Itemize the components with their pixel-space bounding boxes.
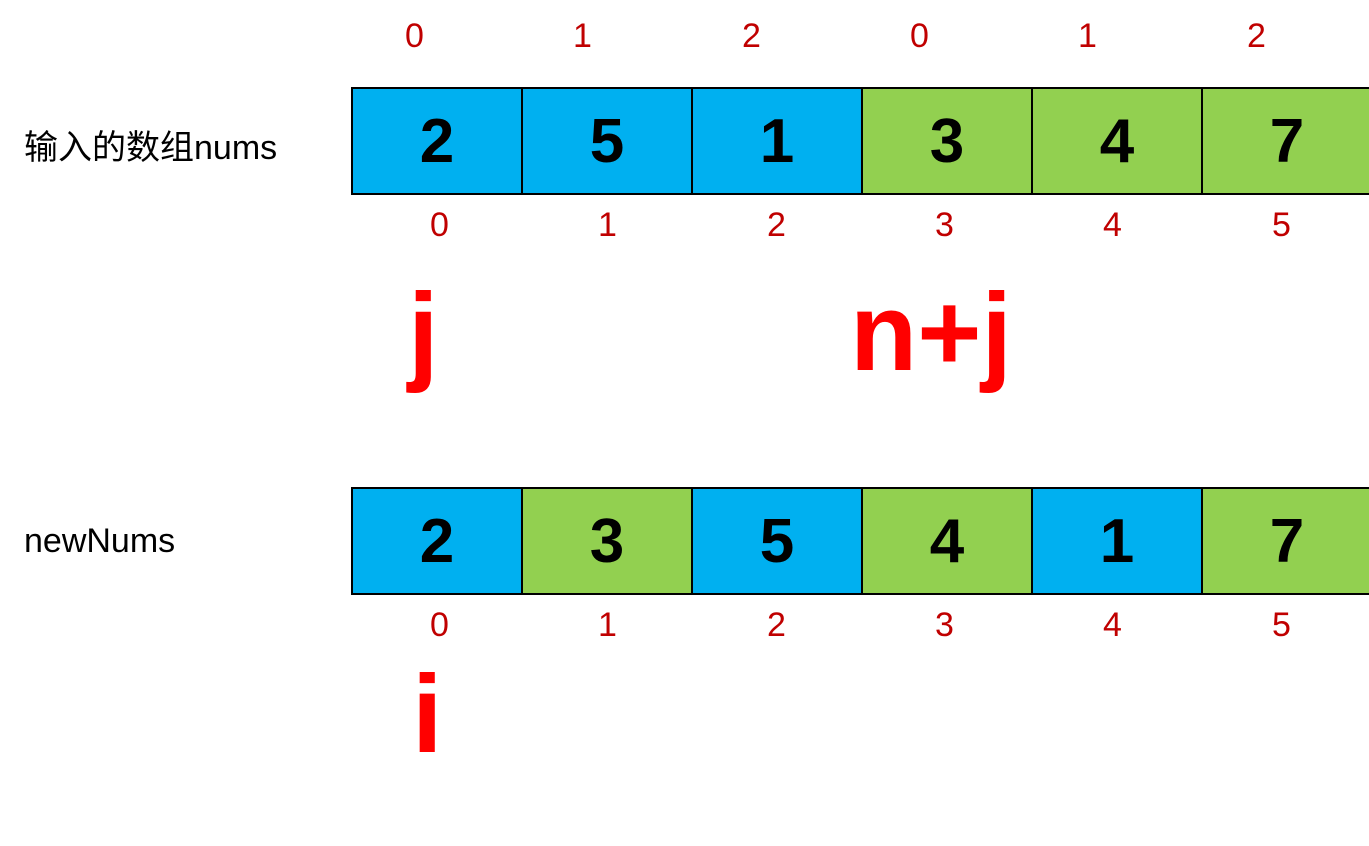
newnums-cell: 4 bbox=[863, 489, 1033, 593]
newnums-cell: 7 bbox=[1203, 489, 1369, 593]
nums-label: 输入的数组nums bbox=[24, 129, 278, 167]
nums-index: 1 bbox=[598, 206, 617, 244]
mod-index: 2 bbox=[1247, 17, 1266, 55]
mod-index: 1 bbox=[1078, 17, 1097, 55]
nums-index: 2 bbox=[767, 206, 786, 244]
mod-index: 1 bbox=[573, 17, 592, 55]
nums-index: 3 bbox=[935, 206, 954, 244]
mod-index: 2 bbox=[742, 17, 761, 55]
nums-cell: 3 bbox=[863, 89, 1033, 193]
newnums-cell: 1 bbox=[1033, 489, 1203, 593]
pointer-i: i bbox=[412, 653, 443, 776]
newnums-index: 4 bbox=[1103, 606, 1122, 644]
nums-cell: 4 bbox=[1033, 89, 1203, 193]
newnums-cell: 3 bbox=[523, 489, 693, 593]
nums-index: 0 bbox=[430, 206, 449, 244]
newnums-cell: 2 bbox=[353, 489, 523, 593]
newnums-cell: 5 bbox=[693, 489, 863, 593]
newnums-array: 2 3 5 4 1 7 bbox=[351, 487, 1369, 595]
nums-cell: 7 bbox=[1203, 89, 1369, 193]
nums-index: 5 bbox=[1272, 206, 1291, 244]
newnums-index-row: 0 1 2 3 4 5 bbox=[355, 605, 1365, 645]
newnums-index: 2 bbox=[767, 606, 786, 644]
mod-index: 0 bbox=[405, 17, 424, 55]
nums-cell: 5 bbox=[523, 89, 693, 193]
mod-index: 0 bbox=[910, 17, 929, 55]
newnums-index: 1 bbox=[598, 606, 617, 644]
newnums-index: 3 bbox=[935, 606, 954, 644]
nums-index: 4 bbox=[1103, 206, 1122, 244]
nums-cell: 2 bbox=[353, 89, 523, 193]
mod-index-row: 0 1 2 0 1 2 bbox=[330, 16, 1350, 56]
nums-array: 2 5 1 3 4 7 bbox=[351, 87, 1369, 195]
pointer-j: j bbox=[408, 271, 439, 394]
newnums-index: 0 bbox=[430, 606, 449, 644]
pointer-n-plus-j: n+j bbox=[850, 271, 1012, 394]
newnums-index: 5 bbox=[1272, 606, 1291, 644]
nums-index-row: 0 1 2 3 4 5 bbox=[355, 205, 1365, 245]
newnums-label: newNums bbox=[24, 522, 176, 560]
nums-cell: 1 bbox=[693, 89, 863, 193]
